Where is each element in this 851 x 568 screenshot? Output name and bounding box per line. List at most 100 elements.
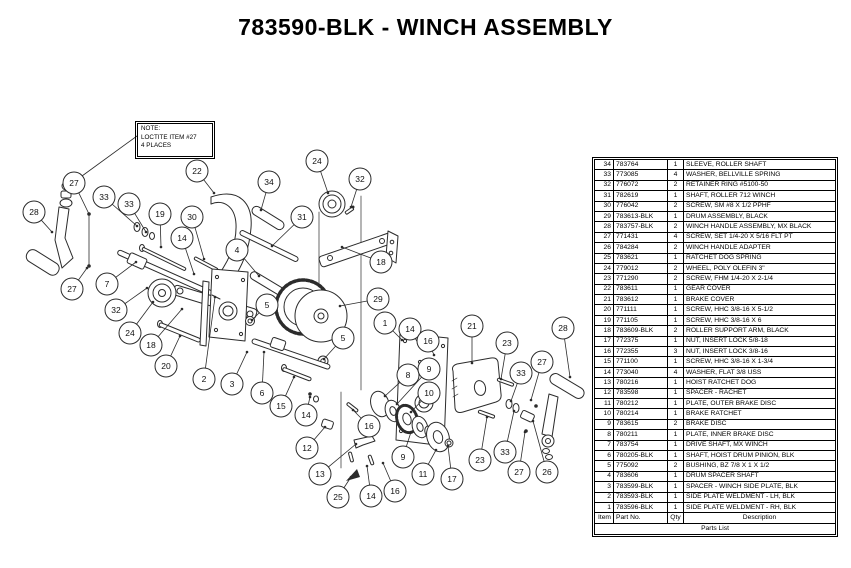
svg-text:23: 23	[475, 455, 485, 465]
svg-text:20: 20	[161, 361, 171, 371]
svg-text:34: 34	[264, 177, 274, 187]
col-header-item: Item	[594, 512, 614, 524]
callout-balloon-23: 23	[495, 331, 519, 381]
svg-text:27: 27	[514, 467, 524, 477]
svg-text:33: 33	[99, 192, 109, 202]
callout-balloon-18: 18	[340, 245, 393, 274]
svg-text:5: 5	[265, 300, 270, 310]
svg-text:32: 32	[111, 305, 121, 315]
svg-text:9: 9	[401, 452, 406, 462]
roller-shafts-art	[239, 205, 299, 297]
callout-balloon-18: 18	[139, 307, 184, 357]
svg-text:8: 8	[406, 370, 411, 380]
callout-balloon-14: 14	[170, 226, 196, 276]
svg-text:28: 28	[558, 323, 568, 333]
col-header-description: Description	[683, 512, 836, 524]
svg-text:16: 16	[390, 486, 400, 496]
svg-text:32: 32	[355, 174, 365, 184]
svg-text:27: 27	[537, 357, 547, 367]
callout-balloon-30: 30	[180, 205, 206, 261]
callout-balloon-12: 12	[295, 425, 327, 460]
callout-balloon-13: 13	[308, 442, 358, 486]
callout-balloon-31: 31	[270, 205, 314, 248]
long-screws-art	[139, 244, 219, 272]
svg-text:17: 17	[447, 474, 457, 484]
svg-text:16: 16	[423, 336, 433, 346]
callout-balloon-26: 26	[531, 419, 559, 484]
parts-list-caption: Parts List	[594, 522, 836, 535]
svg-text:4: 4	[235, 245, 240, 255]
svg-text:16: 16	[364, 421, 374, 431]
callout-balloon-9: 9	[395, 357, 441, 406]
callout-balloon-20: 20	[154, 334, 182, 378]
side-plate-lh-art	[199, 268, 249, 347]
callout-balloon-24: 24	[305, 149, 330, 195]
callout-balloon-17: 17	[440, 444, 464, 491]
svg-text:21: 21	[467, 321, 477, 331]
svg-text:31: 31	[297, 212, 307, 222]
svg-text:30: 30	[187, 212, 197, 222]
winch-handle-right-art	[541, 373, 585, 460]
callout-balloon-5: 5	[322, 326, 355, 361]
svg-text:11: 11	[419, 469, 428, 479]
drum-assembly-art	[274, 278, 348, 343]
svg-text:14: 14	[177, 233, 187, 243]
callout-balloon-33: 33	[117, 192, 148, 234]
svg-text:12: 12	[302, 443, 312, 453]
col-header-qty: Qty	[667, 512, 684, 524]
pulley-top-art	[318, 190, 355, 218]
callout-balloon-33: 33	[92, 185, 139, 228]
callout-balloon-21: 21	[460, 314, 484, 365]
callout-balloon-3: 3	[220, 350, 249, 396]
callout-balloon-22: 22	[185, 159, 216, 195]
svg-text:29: 29	[373, 294, 383, 304]
svg-text:14: 14	[366, 491, 376, 501]
svg-text:26: 26	[542, 467, 552, 477]
callout-balloon-10: 10	[409, 381, 441, 414]
ratchet-dog-art	[321, 391, 376, 481]
svg-text:2: 2	[202, 374, 207, 384]
brake-cover-art	[451, 357, 515, 419]
table-header-row: Item Part No. Qty Description	[594, 512, 836, 524]
svg-text:14: 14	[301, 410, 311, 420]
handle-adapter-art	[505, 399, 538, 433]
drive-shaft-art	[117, 249, 223, 301]
callout-balloon-14: 14	[294, 395, 318, 427]
table-footer-row: Parts List	[594, 522, 836, 535]
svg-text:9: 9	[427, 364, 432, 374]
svg-text:33: 33	[500, 447, 510, 457]
callout-balloon-23: 23	[468, 415, 492, 472]
svg-text:23: 23	[502, 338, 512, 348]
page-title: 783590-BLK - WINCH ASSEMBLY	[238, 14, 613, 40]
callout-balloon-14: 14	[359, 464, 383, 508]
svg-text:10: 10	[424, 388, 434, 398]
pinion-shaft-art	[251, 337, 331, 403]
svg-text:18: 18	[376, 257, 386, 267]
callout-balloon-7: 7	[95, 260, 138, 296]
callout-balloon-33: 33	[493, 409, 517, 464]
note-leader-line	[81, 135, 138, 177]
callout-balloon-29: 29	[338, 287, 390, 311]
